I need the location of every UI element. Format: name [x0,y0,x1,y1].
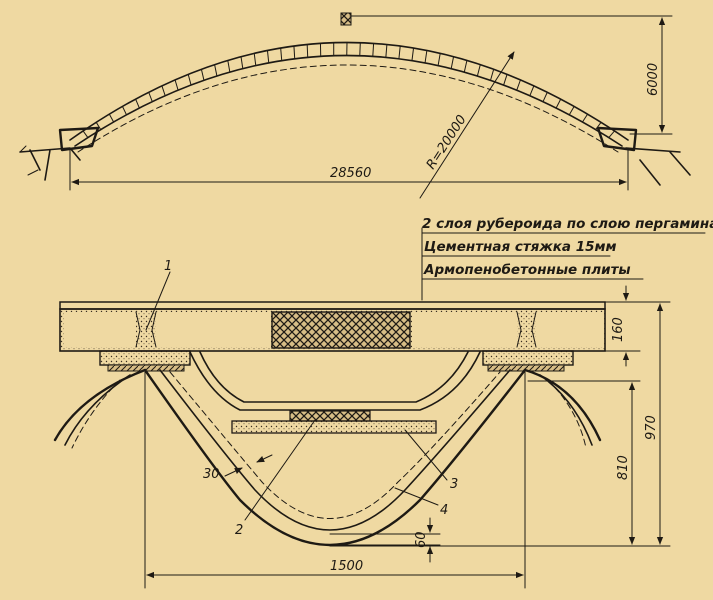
inner-shell-outer [189,351,481,411]
arch-segment-joint [214,64,218,77]
radius-leader [419,51,515,199]
arch-segment-joint [385,44,388,58]
main-shell-outer [143,368,527,547]
arch-segments [82,42,615,138]
layer-note-1: 2 слоя рубероида по слою пергамина [422,216,713,232]
slab-thickness-label: 160 [611,317,626,342]
arch-segment-joint [582,113,589,123]
arch-segment-joint [359,42,361,56]
arch-segment-joint [516,79,521,91]
roofing-layer [59,301,606,310]
arch-segment-joint [424,50,428,63]
arch-segment-joint [568,106,575,116]
arch-segment-joint [161,85,166,96]
arch-inner-dash [77,64,619,153]
arch-inner [74,54,623,147]
left-shell-inner [64,374,131,446]
arch-segment-joint [108,113,115,123]
arch-segment-joint [595,122,602,130]
cross-section: 2 слоя рубероида по слою пергамина Цемен… [53,216,713,589]
rise-dimension-label: 6000 [646,63,661,96]
arch-segment-joint [280,47,283,61]
callout-3: 3 [450,477,458,492]
bottom-insert [289,410,371,422]
span-dimension-label: 28560 [330,166,371,181]
layer-note-2: Цементная стяжка 15мм [424,239,617,255]
right-shell-outer [523,368,602,442]
callout-2: 2 [235,523,243,538]
arch-segment-joint [608,130,615,138]
radius-label: R=20000 [424,113,470,173]
arch-segment-joint [82,130,89,138]
arch-segment-joint [266,50,270,63]
arch-segment-joint [122,106,127,116]
arch-segment-joint [187,74,192,86]
arch-segment-joint [529,85,535,96]
callout-4: 4 [440,503,448,518]
arch-segment-joint [200,69,205,81]
callout-1: 1 [164,259,172,274]
right-bearing-pad [482,350,574,366]
arch-segment-joint [411,47,415,61]
width-dimension-label: 1500 [330,559,363,574]
arch-segment-joint [306,44,309,58]
slab-center-insert [271,311,411,349]
total-height-label: 970 [644,415,659,440]
arch-segment-joint [95,122,102,130]
arch-segment-joint [135,98,140,109]
arch-outer [69,41,629,141]
arch-segment-joint [398,45,401,59]
arch-segment-joint [148,92,153,102]
arch-segment-joint [555,98,562,109]
left-bearing-pad [99,350,191,366]
left-shell-outer [53,368,147,442]
arch-segment-joint [372,43,375,57]
right-support [596,126,691,186]
arch-segment-joint [490,69,495,81]
truss-height-label: 810 [616,455,631,480]
left-support [19,126,100,181]
arch-key-block [340,12,352,26]
arch-segment-joint [476,64,481,77]
arch-segment-joint [227,60,231,73]
arch-segment-joint [503,74,508,86]
layer-note-3: Армопенобетонные плиты [423,262,631,278]
main-shell-inner [159,369,511,531]
arch-segment-joint [450,56,455,69]
arch-segment-joint [253,53,257,66]
wall-thickness-label: 30 [203,467,220,482]
arch-segment-joint [463,60,468,73]
inner-shell-inner [199,351,469,403]
arch-segment-joint [293,46,296,59]
arch-segment-joint [437,53,441,66]
bottom-thickness-label: 60 [414,531,429,548]
arch-elevation: 28560 6000 R=20000 [19,12,691,199]
right-shell-inner [539,374,593,446]
arch-segment-joint [542,92,548,102]
arch-segment-joint [240,56,244,69]
arch-segment-joint [174,79,179,91]
